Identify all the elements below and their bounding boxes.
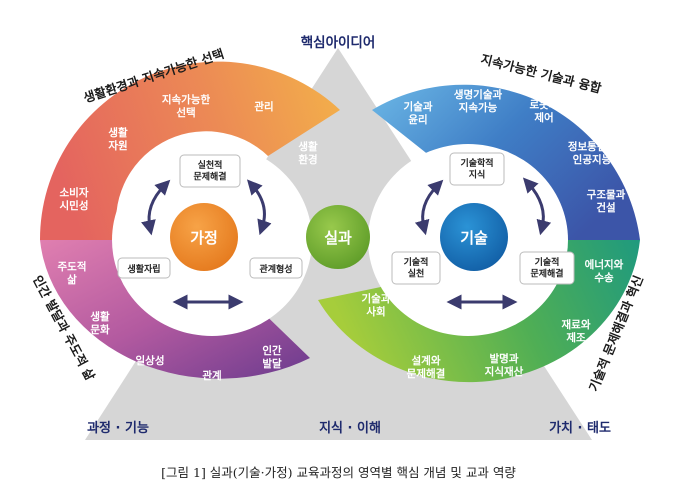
tech-arc-top [372,84,640,240]
home-center-circle [170,203,238,271]
home-inner-box-practical [179,154,241,188]
tech-inner-box-problem [519,251,575,285]
practice-center-label: 실과 [324,229,352,247]
figure-caption: [그림 1] 실과(기술·가정) 교육과정의 영역별 핵심 개념 및 교과 역량 [161,465,516,480]
home-center-label: 가정 [190,229,218,247]
tech-center-circle [440,203,508,271]
home-item-relation: 관계 [202,369,221,382]
base-label-right: 가치 · 태도 [549,420,611,436]
tech-inner-box-practice [391,251,441,285]
tech-arrow-right [522,177,552,236]
home-item-daily: 일상성 [136,354,165,367]
home-inner-relation-form: 관계형성 [259,263,292,275]
tech-arrow-left [414,179,444,236]
home-arrow-right [246,179,272,236]
base-label-center: 지식 · 이해 [319,420,381,436]
tech-inner-box-knowledge [449,152,505,186]
home-item-manage: 관리 [254,100,273,113]
apex-label: 핵심아이디어 [301,34,376,51]
practice-center-circle [306,205,370,269]
base-label-left: 과정 · 기능 [87,420,149,436]
home-inner-box-autonomy [117,257,171,279]
home-inner-autonomy: 생활자립 [127,263,160,275]
home-inner-box-relation [249,257,303,279]
home-arc-top [39,61,341,240]
tech-center-label: 기술 [460,229,488,247]
home-arrow-left [141,179,171,236]
